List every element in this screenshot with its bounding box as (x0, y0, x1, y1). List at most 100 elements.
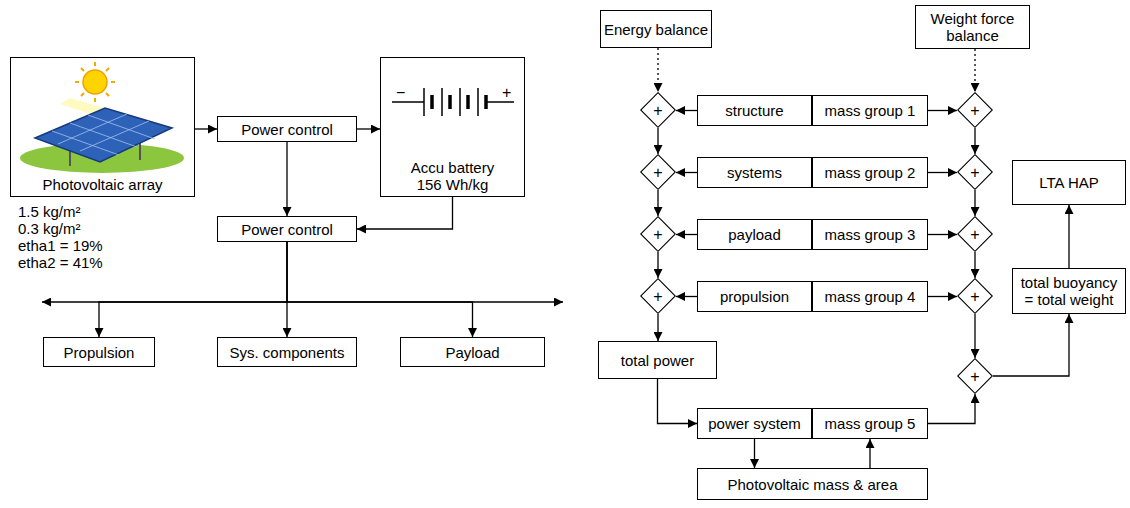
node-text: + (967, 226, 982, 243)
sum-junction: + (640, 216, 676, 252)
node-text: Photovoltaic array (39, 176, 165, 193)
node-text: + (967, 368, 982, 385)
process-box: Sys. components (217, 337, 357, 367)
flow-arrow (928, 172, 957, 173)
flow-arrow (286, 142, 287, 216)
flow-arrow (974, 128, 975, 154)
node-text: Energy balance (601, 21, 711, 38)
flow-arrow (676, 234, 697, 235)
flow-arrow (657, 252, 658, 278)
flow-arrow (287, 242, 473, 337)
node-text: Payload (442, 344, 502, 361)
node-text: payload (725, 226, 784, 243)
sum-junction: + (640, 278, 676, 314)
flow-arrow (928, 296, 957, 297)
node-text: mass group 1 (822, 102, 919, 119)
node-text: mass group 5 (822, 415, 919, 432)
process-box: Photovoltaic mass & area (697, 468, 928, 500)
node-text: + (650, 226, 665, 243)
sun-rays (75, 62, 115, 102)
node-text: mass group 3 (822, 226, 919, 243)
process-box: systems (697, 157, 812, 188)
node-text: + (650, 164, 665, 181)
sun (83, 70, 107, 94)
panel-grid (52, 114, 155, 155)
flow-arrow (657, 314, 658, 341)
node-text: Accu battery (408, 159, 497, 176)
node-text: propulsion (717, 288, 792, 305)
process-box: mass group 3 (812, 219, 928, 250)
diamond-shape (641, 155, 676, 190)
process-box: Weight force balance (915, 5, 1030, 49)
flow-arrow (974, 252, 975, 278)
flow-arrow (993, 314, 1069, 376)
node-text: Sys. components (226, 344, 347, 361)
process-box: total power (598, 341, 717, 379)
battery-pole-sign: + (502, 84, 511, 101)
process-box: LTA HAP (1012, 160, 1126, 205)
sum-junction: + (640, 154, 676, 190)
process-box: Photovoltaic array (10, 57, 195, 197)
process-box: Payload (400, 337, 545, 367)
sum-junction: + (957, 154, 993, 190)
node-text: Photovoltaic mass & area (724, 476, 900, 493)
process-box: structure (697, 95, 812, 126)
node-text: LTA HAP (1036, 174, 1101, 191)
process-box: power system (697, 408, 812, 439)
flow-arrow (1068, 205, 1069, 268)
node-text: Weight force balance (916, 10, 1029, 44)
diamond-shape (958, 93, 993, 128)
node-text: total buoyancy = total weight (1013, 274, 1125, 308)
flow-arrow (676, 296, 697, 297)
node-text: + (650, 288, 665, 305)
flow-arrow (195, 128, 217, 129)
dotted-arrow (657, 48, 658, 92)
flow-arrow (676, 172, 697, 173)
node-text: Propulsion (61, 344, 138, 361)
flow-arrow (357, 128, 380, 129)
pv-spec: 1.5 kg/m² (18, 203, 81, 220)
process-box: mass group 5 (812, 408, 928, 439)
node-text: Power control (238, 221, 336, 238)
diamond-shape (958, 217, 993, 252)
sum-junction: + (957, 278, 993, 314)
process-box: payload (697, 219, 812, 250)
node-text: mass group 4 (822, 288, 919, 305)
pv-spec: etha1 = 19% (18, 237, 103, 254)
flow-arrow (657, 190, 658, 216)
node-text: systems (724, 164, 785, 181)
sum-junction: + (957, 216, 993, 252)
flow-arrow (754, 439, 755, 468)
pv-spec: etha2 = 41% (18, 254, 103, 271)
process-box: propulsion (697, 281, 812, 312)
flow-arrow (99, 242, 287, 337)
node-text: + (650, 102, 665, 119)
flow-arrow (357, 197, 453, 229)
node-text: structure (722, 102, 786, 119)
process-box: Power control (217, 116, 357, 142)
node-text: + (967, 164, 982, 181)
diamond-shape (641, 93, 676, 128)
node-text: + (967, 288, 982, 305)
process-box: mass group 2 (812, 157, 928, 188)
dotted-arrow (974, 49, 975, 92)
pv-spec: 0.3 kg/m² (18, 220, 81, 237)
node-text: power system (705, 415, 804, 432)
flow-arrow (928, 394, 975, 424)
sum-junction: + (957, 92, 993, 128)
flow-arrow (928, 110, 957, 111)
flow-arrow (657, 128, 658, 154)
solar-panel (35, 108, 172, 162)
process-box: mass group 1 (812, 95, 928, 126)
solar-panel-illustration (20, 62, 184, 173)
sum-junction: + (957, 358, 993, 394)
node-text: 156 Wh/kg (414, 176, 492, 193)
diamond-shape (641, 279, 676, 314)
process-box: Power control (217, 216, 357, 242)
diamond-shape (958, 359, 993, 394)
sum-junction: + (640, 92, 676, 128)
process-box: Accu battery156 Wh/kg (380, 57, 525, 197)
node-text: total power (618, 352, 697, 369)
